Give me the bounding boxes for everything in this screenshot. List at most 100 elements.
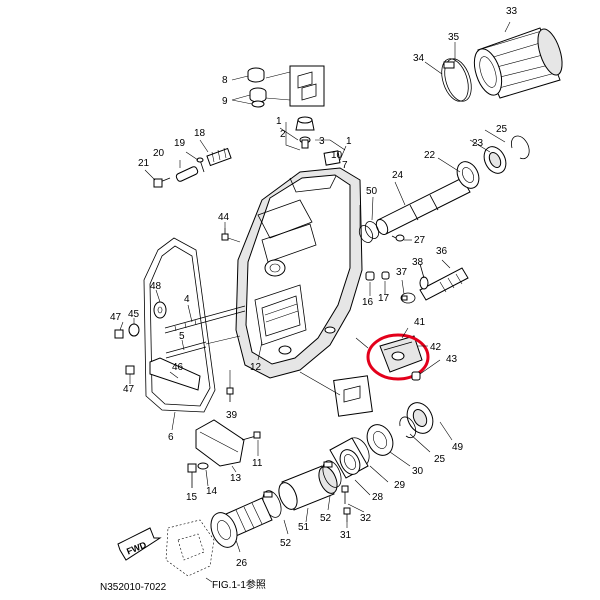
label-15: 15 xyxy=(186,492,198,503)
washer-45 xyxy=(128,323,140,337)
label-52a: 52 xyxy=(320,513,332,524)
label-32: 32 xyxy=(360,513,372,524)
screw-19 xyxy=(196,157,205,173)
part-labels: 33 35 34 8 9 1 2 3 1 18 20 19 21 10 7 25… xyxy=(110,6,518,569)
label-25a: 25 xyxy=(496,124,508,135)
detail-box-top xyxy=(289,65,325,107)
highlight-circle xyxy=(366,333,430,381)
figure-reference: FIG.1-1参照 xyxy=(212,578,266,591)
label-47b: 47 xyxy=(123,384,135,395)
shaft-24 xyxy=(375,177,471,236)
label-43: 43 xyxy=(446,354,458,365)
plate-46 xyxy=(149,357,201,391)
label-8: 8 xyxy=(222,75,228,86)
clamp-52a xyxy=(322,460,342,488)
seal-3 xyxy=(295,116,315,149)
cover-13 xyxy=(195,419,245,467)
label-1b: 1 xyxy=(346,136,352,147)
label-33: 33 xyxy=(506,6,518,17)
label-50: 50 xyxy=(366,186,378,197)
bolt-32 xyxy=(341,485,349,504)
bearing-22 xyxy=(456,161,480,189)
circlip-25 xyxy=(511,135,530,160)
oring-50 xyxy=(358,221,380,243)
sleeve-51 xyxy=(278,465,338,511)
nut-43 xyxy=(411,371,421,381)
nut-17 xyxy=(381,271,390,280)
label-36: 36 xyxy=(436,246,448,257)
label-18: 18 xyxy=(194,128,206,139)
label-46: 46 xyxy=(172,362,184,373)
plate-42 xyxy=(379,335,423,373)
label-38: 38 xyxy=(412,257,424,268)
label-48: 48 xyxy=(150,281,162,292)
reference-housing xyxy=(165,519,215,577)
label-44: 44 xyxy=(218,212,230,223)
gimbal-housing xyxy=(235,145,363,379)
bellows-33 xyxy=(473,27,563,99)
bushing-8 xyxy=(247,67,265,83)
label-31: 31 xyxy=(340,530,352,541)
label-45: 45 xyxy=(128,309,140,320)
label-6: 6 xyxy=(168,432,174,443)
label-30: 30 xyxy=(412,466,424,477)
label-19: 19 xyxy=(174,138,186,149)
circlip-25b xyxy=(399,416,417,439)
damper-18 xyxy=(206,147,232,167)
bolt-27 xyxy=(391,234,405,242)
label-10: 10 xyxy=(331,150,343,161)
stud-4 xyxy=(164,305,246,334)
label-52b: 52 xyxy=(280,538,292,549)
label-49: 49 xyxy=(452,442,464,453)
bolt-11 xyxy=(241,431,261,441)
label-29: 29 xyxy=(394,480,406,491)
gasket-6 xyxy=(143,237,216,413)
bolt-31 xyxy=(343,507,351,522)
fwd-arrow-icon: FWD xyxy=(117,527,162,561)
shaft-36 xyxy=(419,267,469,301)
label-28: 28 xyxy=(372,492,384,503)
label-13: 13 xyxy=(230,473,242,484)
label-16: 16 xyxy=(362,297,374,308)
label-5: 5 xyxy=(179,331,185,342)
label-24: 24 xyxy=(392,170,404,181)
seal-23 xyxy=(483,146,507,174)
label-37: 37 xyxy=(396,267,408,278)
nut-15 xyxy=(187,463,197,488)
label-12: 12 xyxy=(250,362,262,373)
bolt-21 xyxy=(153,177,171,188)
label-35: 35 xyxy=(448,32,460,43)
label-26: 26 xyxy=(236,558,248,569)
nut-47a xyxy=(114,329,124,339)
bolt-16 xyxy=(365,271,375,281)
nut-47b xyxy=(125,365,135,375)
label-47a: 47 xyxy=(110,312,122,323)
label-25b: 25 xyxy=(434,454,446,465)
label-22: 22 xyxy=(424,150,436,161)
label-3: 3 xyxy=(319,136,325,147)
label-17: 17 xyxy=(378,293,390,304)
label-20: 20 xyxy=(153,148,165,159)
label-11: 11 xyxy=(252,458,263,469)
washer-48 xyxy=(153,301,167,319)
bracket-20 xyxy=(175,166,199,182)
seal-49 xyxy=(406,402,434,434)
label-39: 39 xyxy=(226,410,238,421)
label-9: 9 xyxy=(222,96,228,107)
label-41: 41 xyxy=(414,317,426,328)
washer-14 xyxy=(197,462,209,470)
label-51: 51 xyxy=(298,522,310,533)
bearing-30 xyxy=(366,424,394,456)
label-34: 34 xyxy=(413,53,425,64)
label-21: 21 xyxy=(138,158,150,169)
label-1a: 1 xyxy=(276,116,282,127)
bushing-38 xyxy=(419,263,429,290)
label-23: 23 xyxy=(472,138,484,149)
label-42: 42 xyxy=(430,342,442,353)
label-7: 7 xyxy=(342,160,348,171)
clamp-34 xyxy=(441,58,472,102)
stud-5 xyxy=(165,341,207,359)
detail-box-bottom xyxy=(333,375,373,417)
bolt-39 xyxy=(226,387,234,402)
